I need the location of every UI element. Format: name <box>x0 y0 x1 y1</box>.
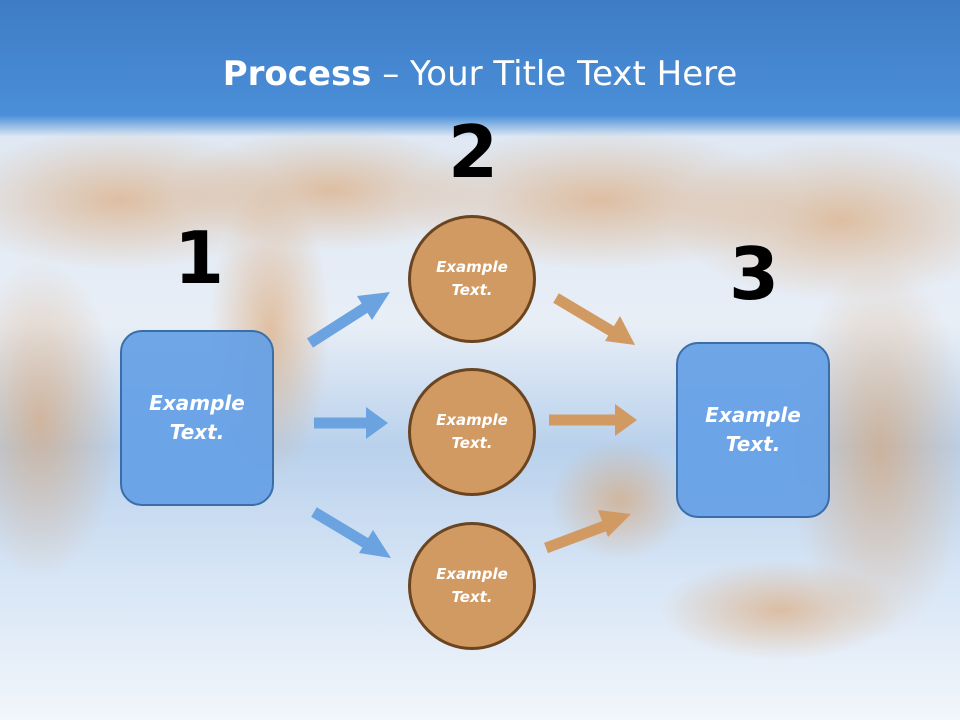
step-2-circle-middle-text: Example Text. <box>436 411 508 452</box>
arrow-1-to-top <box>307 292 390 348</box>
step-1-box: Example Text. <box>120 330 274 506</box>
step-number-3: 3 <box>728 232 780 316</box>
arrow-bottom-to-3 <box>544 510 631 554</box>
step-number-2: 2 <box>447 110 499 194</box>
step-3-box: Example Text. <box>676 342 830 518</box>
step-2-circle-top-text: Example Text. <box>436 258 508 299</box>
arrow-middle-to-3 <box>549 404 637 436</box>
slide-title-bold: Process <box>222 54 372 94</box>
step-1-text: Example Text. <box>149 391 245 444</box>
step-number-1: 1 <box>173 216 225 300</box>
arrow-top-to-3 <box>553 293 635 345</box>
step-2-circle-middle: Example Text. <box>408 368 536 496</box>
step-3-text: Example Text. <box>705 403 801 456</box>
slide-title-rest: – Your Title Text Here <box>371 54 738 94</box>
arrow-1-to-middle <box>314 407 388 439</box>
step-2-circle-bottom-text: Example Text. <box>436 565 508 606</box>
step-2-circle-bottom: Example Text. <box>408 522 536 650</box>
arrow-1-to-bottom <box>311 507 391 558</box>
step-2-circle-top: Example Text. <box>408 215 536 343</box>
slide-title: Process – Your Title Text Here <box>0 52 960 96</box>
